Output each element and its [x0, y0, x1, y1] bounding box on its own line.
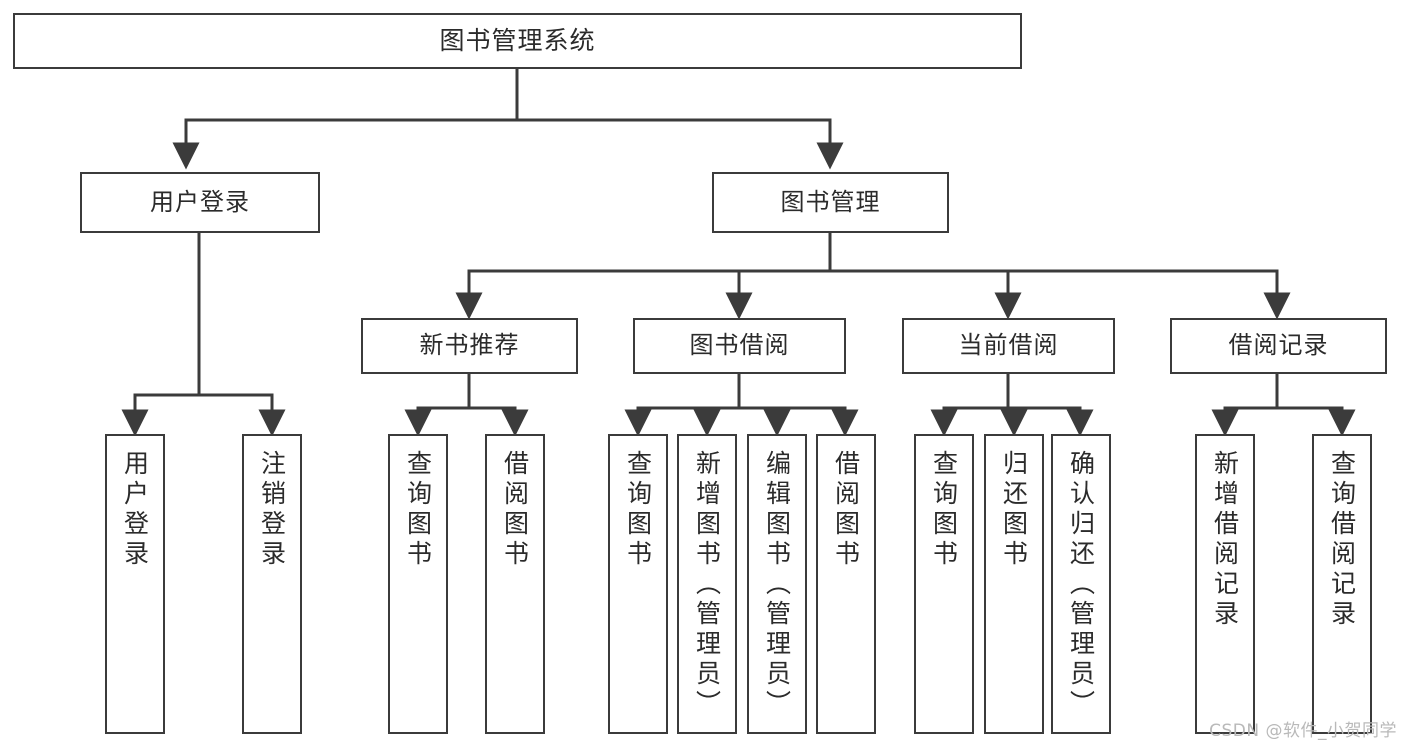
- node-borrow-record[interactable]: 借阅记录: [1170, 318, 1387, 374]
- node-label: 借阅记录: [1228, 331, 1329, 360]
- node-leaf-borrow-book[interactable]: 借阅图书: [816, 434, 876, 734]
- node-label: 查询图书: [403, 450, 433, 570]
- node-book-borrow[interactable]: 图书借阅: [633, 318, 846, 374]
- node-label: 用户登录: [150, 187, 250, 216]
- csdn-watermark: CSDN @软件_小贺同学: [1209, 721, 1397, 741]
- node-label: 确认归还（管理员）: [1066, 450, 1096, 720]
- node-label: 借阅图书: [500, 450, 530, 570]
- node-label: 新增图书（管理员）: [692, 450, 722, 720]
- node-leaf-query-book-borrow[interactable]: 查询图书: [608, 434, 668, 734]
- node-label: 用户登录: [120, 450, 150, 570]
- node-label: 图书借阅: [689, 331, 790, 360]
- node-label: 注销登录: [257, 450, 287, 570]
- node-label: 编辑图书（管理员）: [762, 450, 792, 720]
- node-label: 查询借阅记录: [1327, 450, 1357, 630]
- node-label: 归还图书: [999, 450, 1029, 570]
- node-root-book-management-system[interactable]: 图书管理系统: [13, 13, 1022, 69]
- node-label: 当前借阅: [958, 331, 1059, 360]
- node-leaf-query-borrow-record[interactable]: 查询借阅记录: [1312, 434, 1372, 734]
- node-user-login[interactable]: 用户登录: [80, 172, 320, 233]
- node-leaf-edit-book-admin[interactable]: 编辑图书（管理员）: [747, 434, 807, 734]
- node-leaf-add-book-admin[interactable]: 新增图书（管理员）: [677, 434, 737, 734]
- node-book-management[interactable]: 图书管理: [712, 172, 949, 233]
- node-leaf-query-book-recommend[interactable]: 查询图书: [388, 434, 448, 734]
- node-label: 图书管理: [780, 187, 881, 216]
- node-label: 图书管理系统: [439, 25, 596, 55]
- node-leaf-add-borrow-record[interactable]: 新增借阅记录: [1195, 434, 1255, 734]
- node-leaf-return-book[interactable]: 归还图书: [984, 434, 1044, 734]
- node-label: 新书推荐: [419, 331, 520, 360]
- node-label: 借阅图书: [831, 450, 861, 570]
- node-label: 查询图书: [929, 450, 959, 570]
- node-leaf-user-login[interactable]: 用户登录: [105, 434, 165, 734]
- node-label: 新增借阅记录: [1210, 450, 1240, 630]
- node-current-borrow[interactable]: 当前借阅: [902, 318, 1115, 374]
- node-leaf-logout[interactable]: 注销登录: [242, 434, 302, 734]
- node-new-book-recommend[interactable]: 新书推荐: [361, 318, 578, 374]
- node-leaf-borrow-book-recommend[interactable]: 借阅图书: [485, 434, 545, 734]
- node-label: 查询图书: [623, 450, 653, 570]
- node-leaf-query-book-current[interactable]: 查询图书: [914, 434, 974, 734]
- node-leaf-confirm-return-admin[interactable]: 确认归还（管理员）: [1051, 434, 1111, 734]
